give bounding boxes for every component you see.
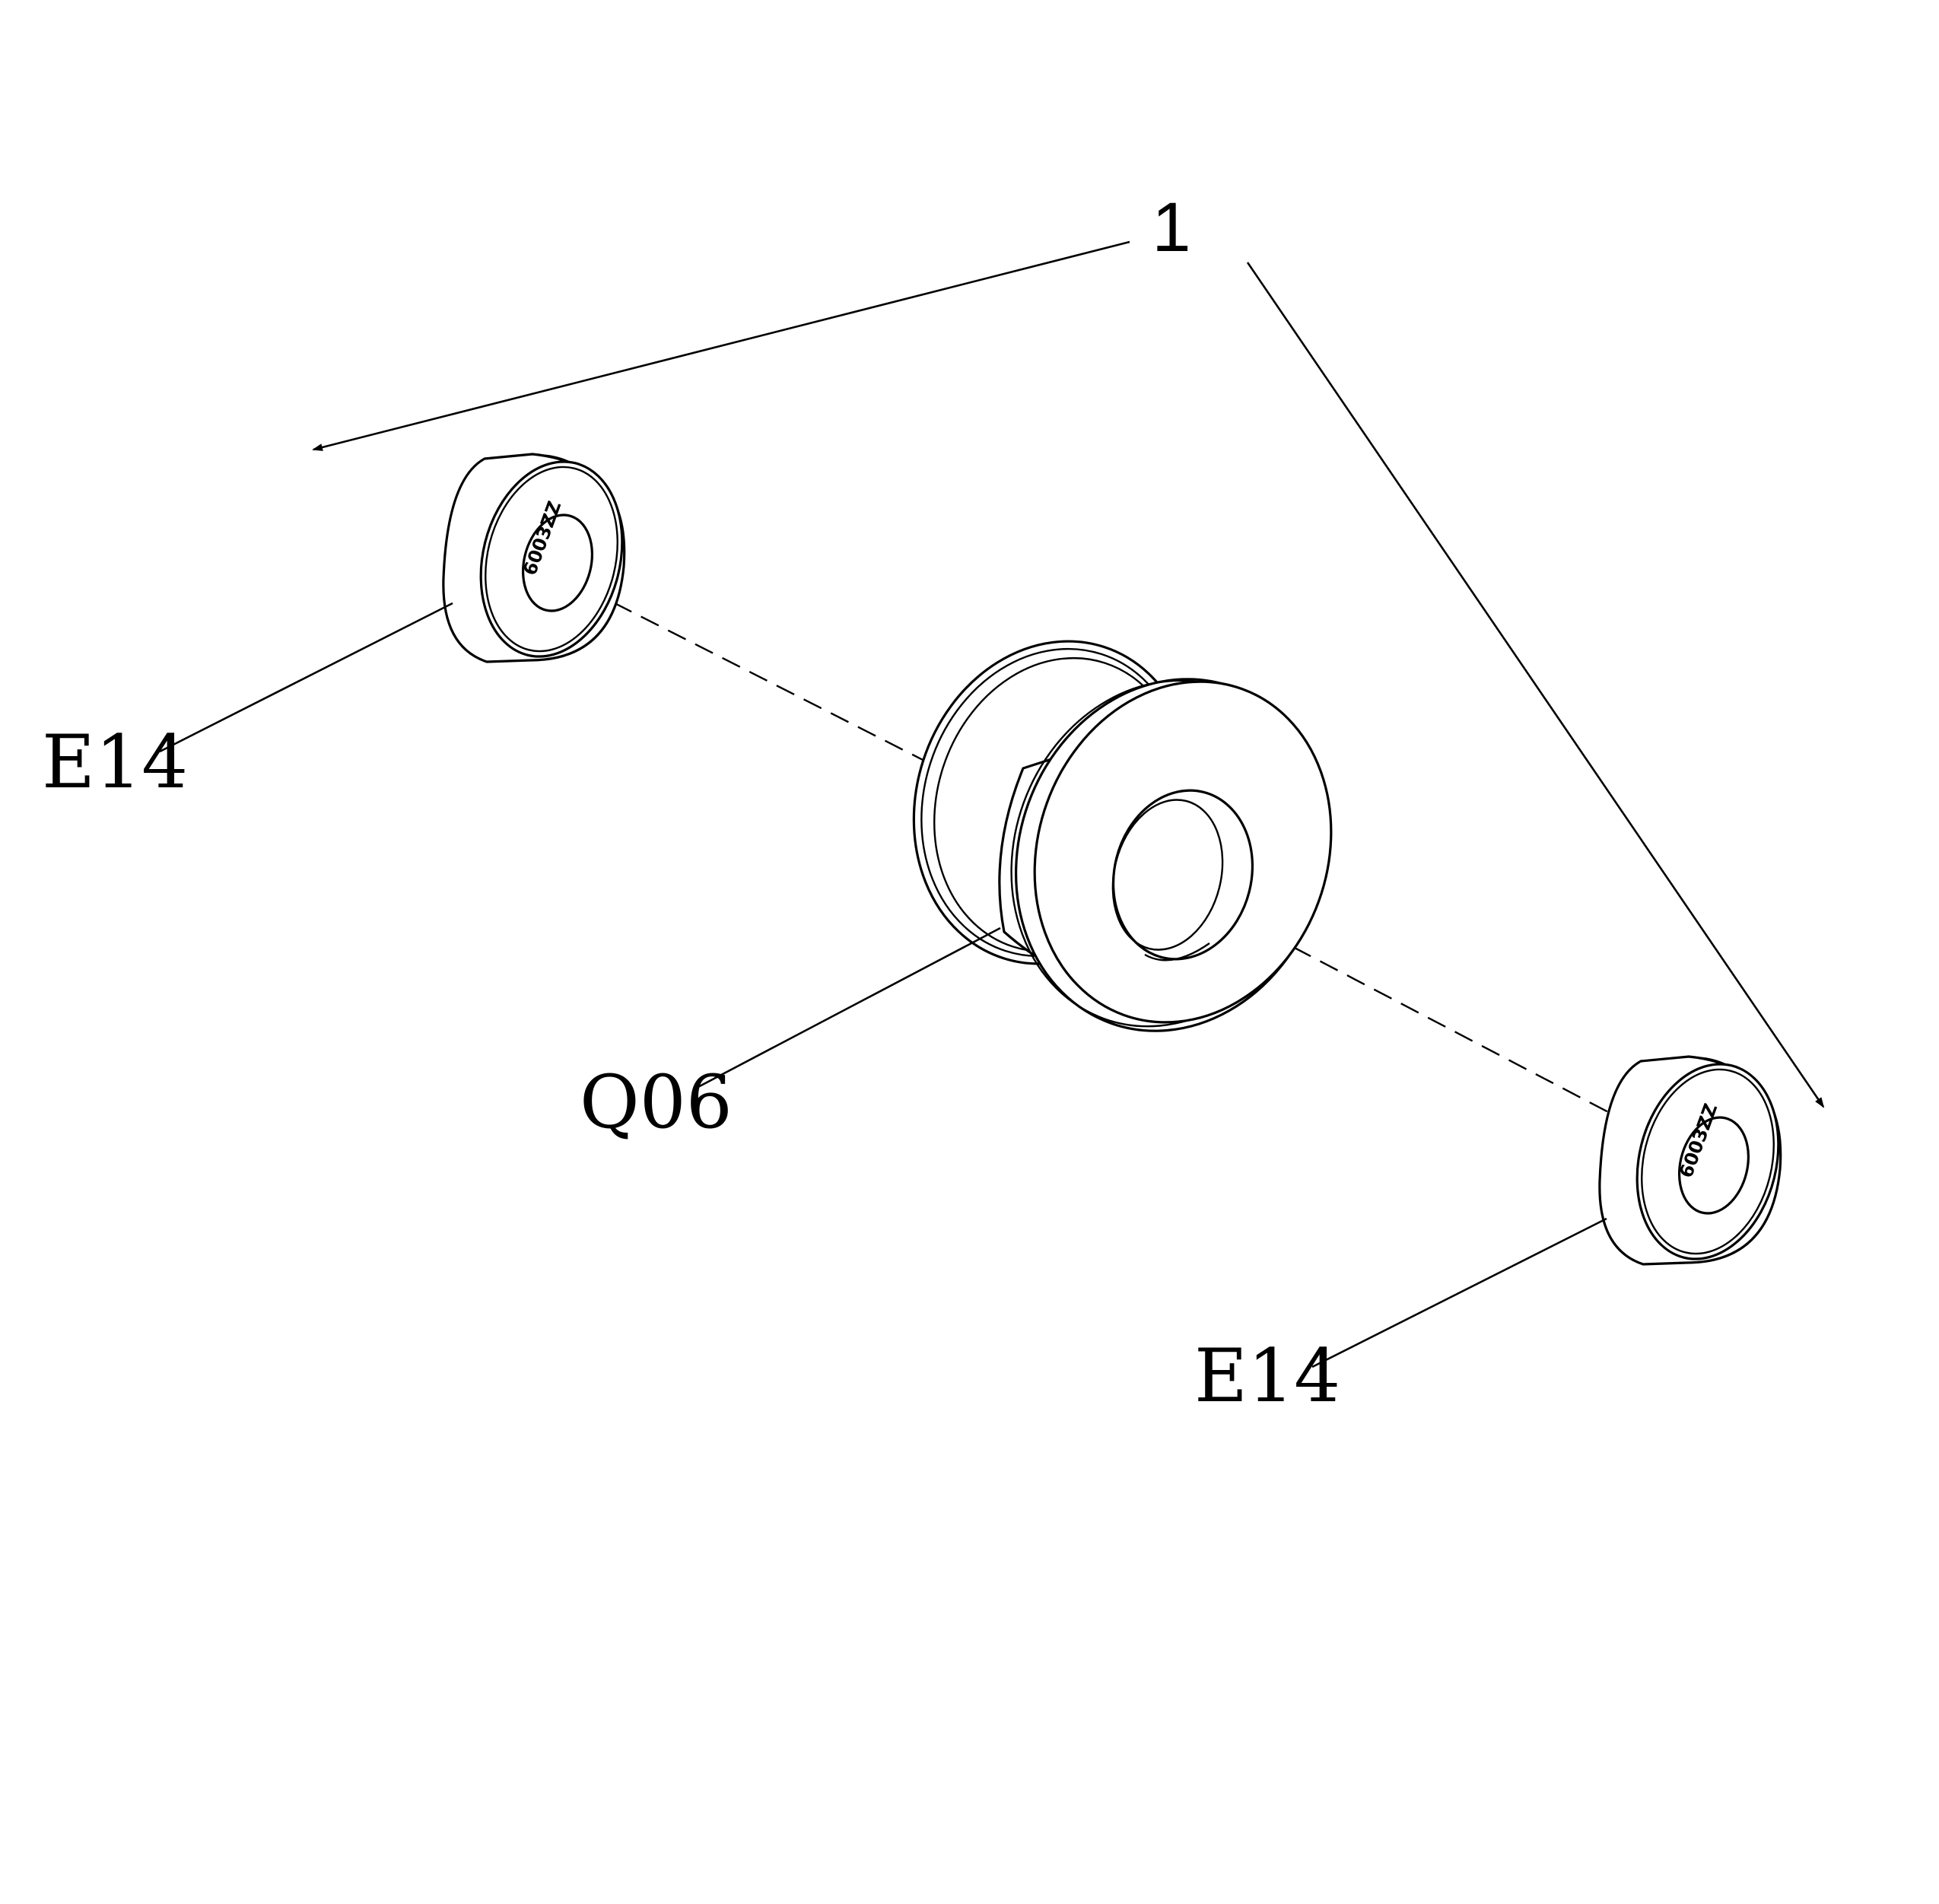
pulley-leader	[693, 927, 1001, 1091]
assembly-number-label: 1	[1152, 189, 1190, 266]
assembly-callout: 1	[312, 189, 1825, 1108]
left-bearing-leader	[159, 602, 453, 753]
assembly-arrow-right	[1246, 262, 1825, 1108]
left-bearing-label: E14	[42, 720, 188, 805]
assembly-arrow-left	[312, 240, 1130, 451]
pulley: Q06	[580, 640, 1333, 1145]
right-bearing-label: E14	[1194, 1333, 1340, 1419]
left-bearing: 6003ZZ E14	[42, 453, 626, 805]
pulley-label: Q06	[580, 1060, 733, 1145]
right-bearing-leader	[1311, 1217, 1607, 1368]
right-bearing: 6003ZZ E14	[1194, 1055, 1782, 1419]
